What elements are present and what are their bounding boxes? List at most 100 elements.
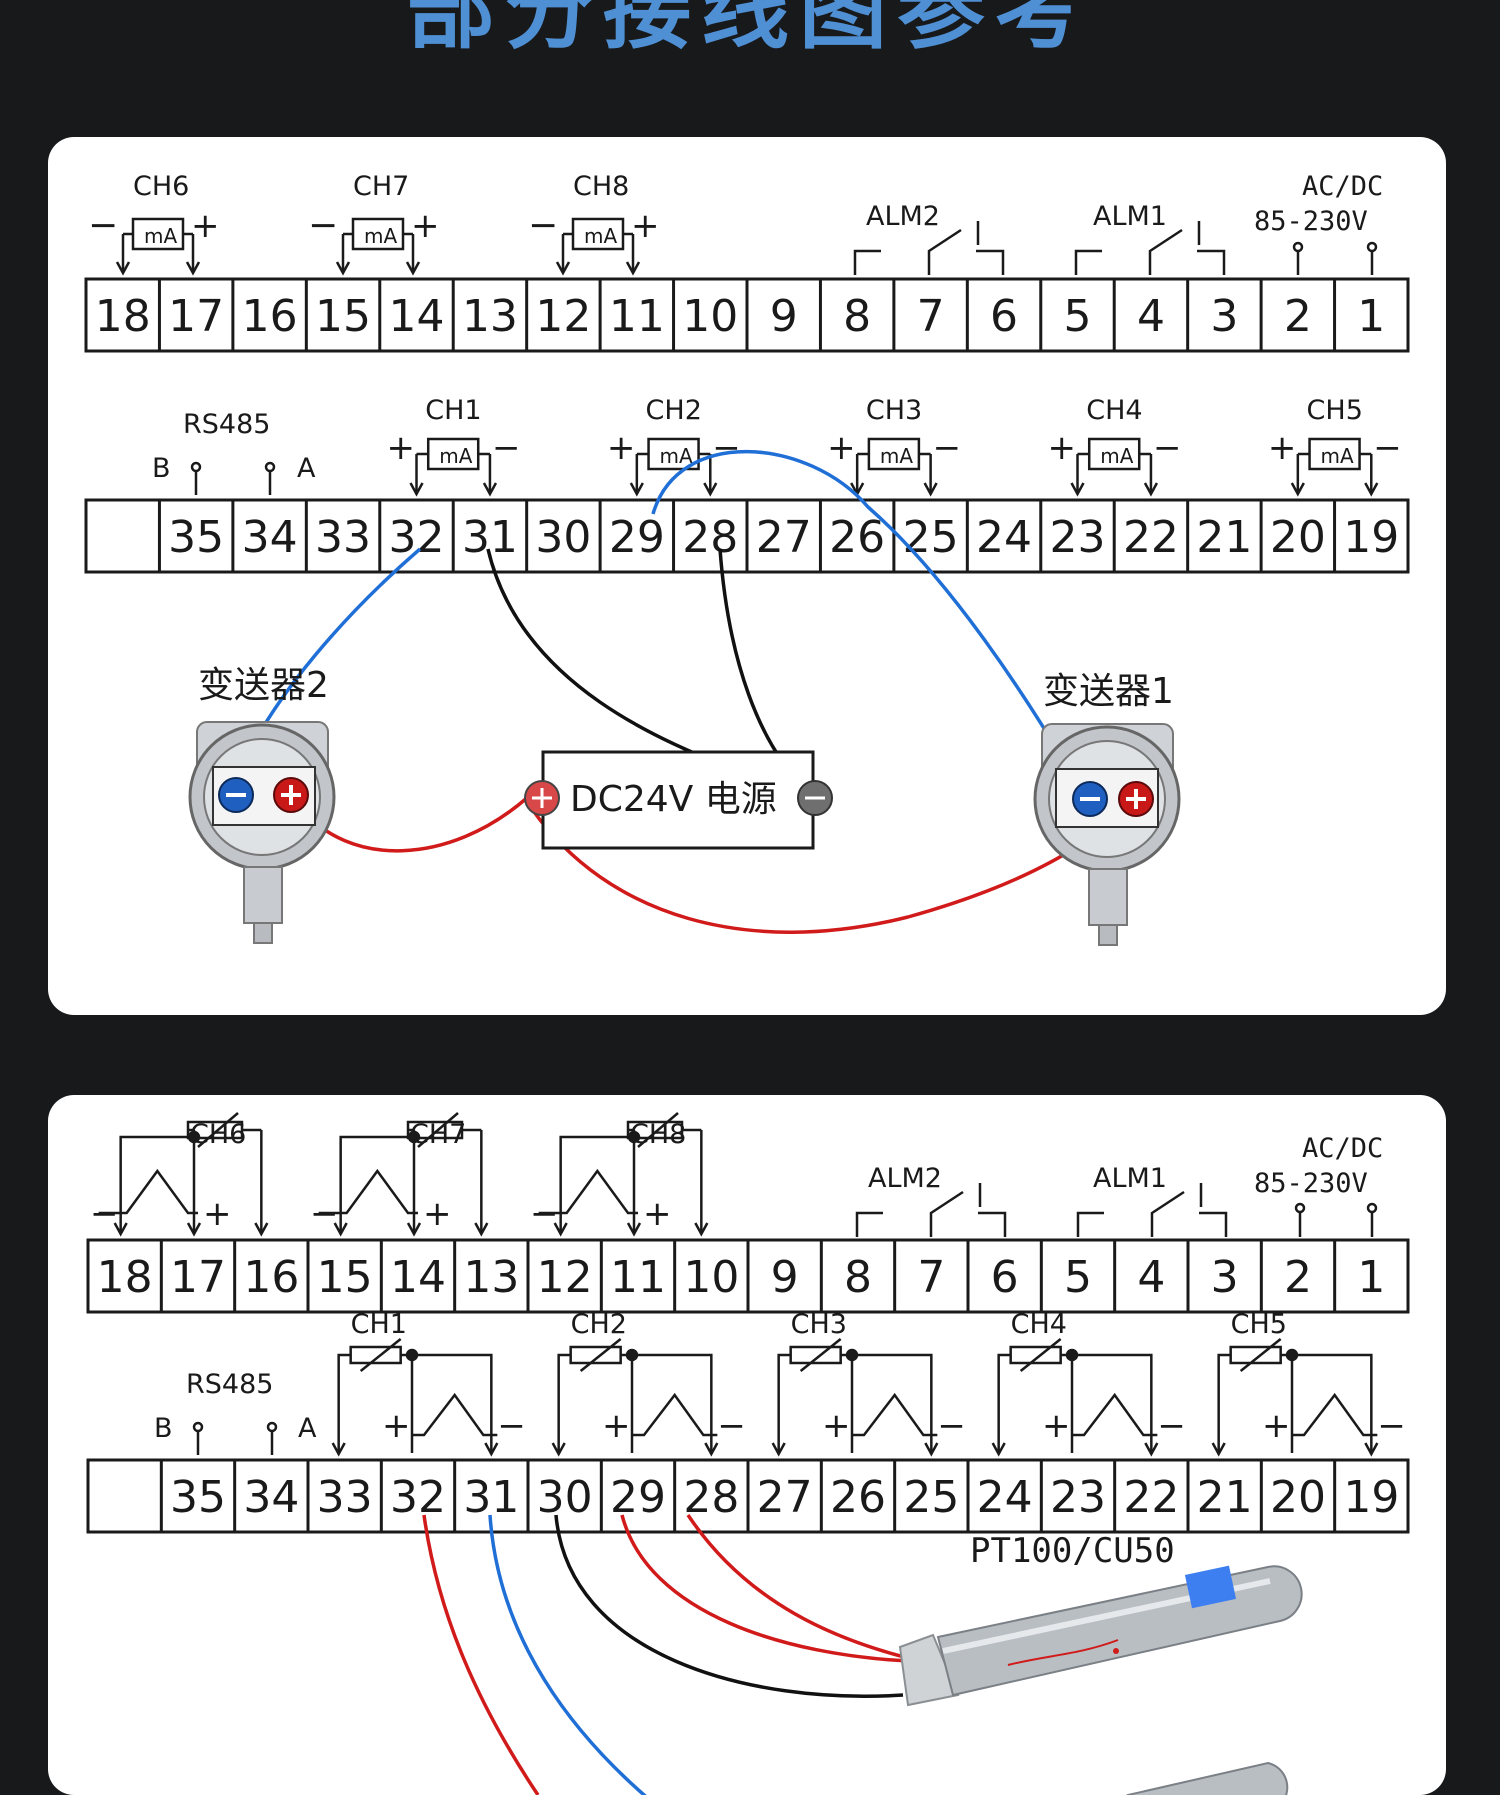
p1-bot-terminal-20: 20 <box>1270 512 1326 563</box>
ch6-label-2: CH6 <box>190 1119 246 1150</box>
ch1-minus-2: − <box>497 1406 526 1446</box>
power-range-label-2: 85-230V <box>1254 1168 1368 1199</box>
p1-top-terminal-9: 9 <box>770 291 798 342</box>
ch8-ma-text: mA <box>584 224 617 248</box>
p2-top-terminal-3: 3 <box>1211 1252 1239 1303</box>
p1-bot-terminal-22: 22 <box>1123 512 1179 563</box>
p1-top-terminal-12: 12 <box>535 291 591 342</box>
p2-top-terminal-7: 7 <box>917 1252 945 1303</box>
p1-top-terminal-3: 3 <box>1210 291 1238 342</box>
ch1-plus: + <box>387 428 416 468</box>
ch7-label: CH7 <box>353 171 409 202</box>
ch2-label-2: CH2 <box>571 1309 627 1340</box>
p1-bot-terminal-23: 23 <box>1050 512 1106 563</box>
p2-top-terminal-12: 12 <box>537 1252 593 1303</box>
ch3-minus: − <box>933 428 962 468</box>
ch1-minus: − <box>492 428 521 468</box>
ch6-plus: + <box>191 206 220 246</box>
alm2-label-2: ALM2 <box>868 1163 942 1194</box>
ch1-plus-2: + <box>382 1406 411 1446</box>
ch6-minus: − <box>88 205 118 246</box>
ch3-plus: + <box>827 428 856 468</box>
wire-red-t1 <box>530 803 1132 934</box>
ch4-plus: + <box>1048 428 1077 468</box>
ch8-plus-2: + <box>643 1194 672 1234</box>
rs485-b-label: B <box>152 453 171 484</box>
p2-top-terminal-6: 6 <box>991 1252 1019 1303</box>
p2-bot-terminal-25: 25 <box>903 1472 959 1523</box>
alm1-label: ALM1 <box>1093 201 1167 232</box>
p2-top-terminal-18: 18 <box>97 1252 153 1303</box>
ch5-plus: + <box>1268 428 1297 468</box>
p2-top-terminal-9: 9 <box>771 1252 799 1303</box>
ch1-ma-symbol <box>409 437 498 497</box>
p2-bot-terminal-26: 26 <box>830 1472 886 1523</box>
p1-top-terminal-10: 10 <box>682 291 738 342</box>
p2-top-terminal-10: 10 <box>683 1252 739 1303</box>
ch6-ma-symbol <box>115 217 201 276</box>
pt100-probe <box>898 1565 1303 1707</box>
p1-bot-terminal-19: 19 <box>1343 512 1399 563</box>
p1-top-terminal-13: 13 <box>462 291 518 342</box>
p1-bot-terminal-28: 28 <box>682 512 738 563</box>
transmitter-1-label: 变送器1 <box>1043 671 1174 712</box>
ch2-ma-text: mA <box>660 444 693 468</box>
p1-bot-terminal-32: 32 <box>389 512 445 563</box>
ch2-minus: − <box>712 428 741 468</box>
ch3-ma-symbol <box>850 437 938 497</box>
alm2-relay-symbol <box>853 221 1005 275</box>
ch1-label: CH1 <box>425 395 481 426</box>
ch1-rtd-symbol <box>331 1338 499 1457</box>
p2-bot-terminal-32: 32 <box>390 1472 446 1523</box>
p2-top-terminal-8: 8 <box>844 1252 872 1303</box>
p2-bot-terminal-23: 23 <box>1050 1472 1106 1523</box>
p2-top-terminal-15: 15 <box>317 1252 373 1303</box>
p1-top-terminal-14: 14 <box>389 291 445 342</box>
p1-top-terminal-5: 5 <box>1064 291 1092 342</box>
p2-bot-terminal-28: 28 <box>683 1472 739 1523</box>
ch4-label: CH4 <box>1086 395 1142 426</box>
ch6-label: CH6 <box>133 171 189 202</box>
ch2-minus-2: − <box>717 1406 746 1446</box>
ch8-ma-symbol <box>555 217 641 276</box>
p2-bot-terminal-34: 34 <box>243 1472 299 1523</box>
ch4-ma-text: mA <box>1100 444 1133 468</box>
rs485-b-label-2: B <box>154 1413 173 1444</box>
p1-top-terminal-7: 7 <box>917 291 945 342</box>
ch5-minus: − <box>1373 428 1402 468</box>
p1-top-terminal-16: 16 <box>242 291 298 342</box>
sensor-label: PT100/CU50 <box>970 1531 1175 1571</box>
wire-black-ch2 <box>554 1514 904 1698</box>
p1-top-terminal-1: 1 <box>1357 291 1385 342</box>
ch6-rtd-symbol <box>98 1112 269 1237</box>
p2-top-terminal-5: 5 <box>1064 1252 1092 1303</box>
ch5-label-2: CH5 <box>1231 1309 1287 1340</box>
rs485-a-label: A <box>297 453 316 484</box>
ch5-label: CH5 <box>1307 395 1363 426</box>
p1-top-terminal-4: 4 <box>1137 291 1165 342</box>
ch7-plus: + <box>411 206 440 246</box>
wire-red-ch2-a <box>620 1514 909 1663</box>
wire-red-ch1-a <box>422 1514 540 1795</box>
power-type-label-2: AC/DC <box>1302 1133 1383 1164</box>
p2-top-terminal-14: 14 <box>390 1252 446 1303</box>
ch2-plus: + <box>607 428 636 468</box>
ch8-label-2: CH8 <box>630 1119 686 1150</box>
p2-bot-terminal-21: 21 <box>1197 1472 1253 1523</box>
power-range-label: 85-230V <box>1254 206 1368 237</box>
ch7-minus: − <box>308 205 338 246</box>
dc24v-power-supply <box>524 750 833 850</box>
p2-top-terminal-2: 2 <box>1284 1252 1312 1303</box>
p1-bot-terminal-34: 34 <box>242 512 298 563</box>
p2-bot-terminal-33: 33 <box>317 1472 373 1523</box>
ch8-rtd-symbol <box>538 1112 709 1237</box>
transmitter-1 <box>1033 723 1181 946</box>
p1-top-terminal-17: 17 <box>168 291 224 342</box>
p1-bot-terminal-30: 30 <box>535 512 591 563</box>
p1-bot-terminal-29: 29 <box>609 512 665 563</box>
ch6-minus-2: − <box>90 1194 119 1234</box>
p2-bot-terminal-20: 20 <box>1270 1472 1326 1523</box>
ch3-label-2: CH3 <box>791 1309 847 1340</box>
rs485-a-label-2: A <box>298 1413 317 1444</box>
